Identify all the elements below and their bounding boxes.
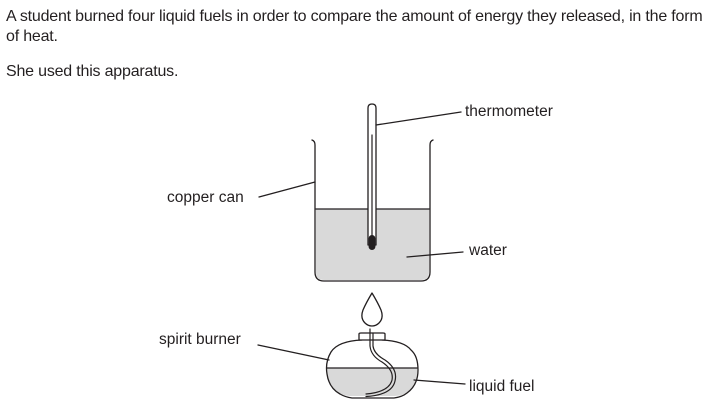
thermometer-bulb [368,235,376,250]
spirit-burner-leader [257,344,330,361]
label-liquid-fuel: liquid fuel [469,378,535,395]
water-leader [406,251,464,258]
thermometer-leader [375,111,462,126]
spirit-burner [325,292,419,399]
label-water: water [469,242,507,259]
label-thermometer: thermometer [465,103,553,120]
label-copper-can: copper can [167,189,244,206]
wick [365,328,393,395]
burner-body [325,339,419,399]
question-instruction: She used this apparatus. [6,63,179,80]
question-intro: A student burned four liquid fuels in or… [6,8,703,45]
thermometer [367,103,377,250]
can-outline [311,139,434,282]
burner-neck [358,332,386,341]
wick-inner [365,332,397,398]
liquid-fuel-leader [413,379,466,385]
copper-can-leader [258,181,316,198]
fuel-fill [327,368,418,396]
flame-icon [361,292,383,327]
label-spirit-burner: spirit burner [159,331,241,348]
